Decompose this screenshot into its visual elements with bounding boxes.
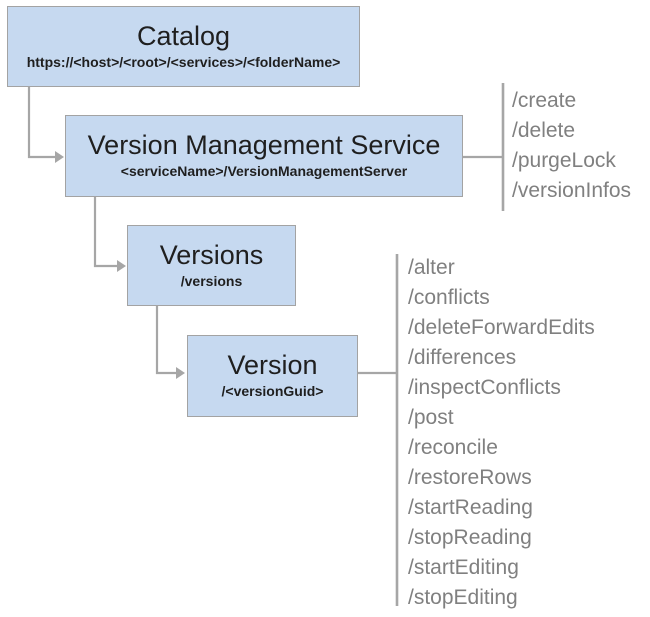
node-title: Version Management Service xyxy=(87,130,441,161)
operation-item: /stopReading xyxy=(408,526,532,549)
node-title: Catalog xyxy=(136,20,231,51)
service-operations-list: /create /delete /purgeLock /versionInfos xyxy=(512,86,631,206)
operation-item: /restoreRows xyxy=(408,466,532,489)
node-version: Version /<versionGuid> xyxy=(187,335,358,417)
connector-catalog-to-service xyxy=(27,87,56,159)
node-subtitle: /<versionGuid> xyxy=(221,383,324,400)
connector-service-to-versions xyxy=(93,197,118,268)
operation-item: /conflicts xyxy=(408,286,490,309)
node-subtitle: <serviceName>/VersionManagementServer xyxy=(120,163,408,180)
node-subtitle: https://<host>/<root>/<services>/<folder… xyxy=(26,53,341,70)
node-version-management-service: Version Management Service <serviceName>… xyxy=(65,115,463,197)
operation-item: /purgeLock xyxy=(512,149,616,172)
operation-item: /differences xyxy=(408,346,517,369)
arrowhead-service xyxy=(55,151,64,163)
node-title: Version xyxy=(227,350,318,381)
node-title: Versions xyxy=(159,239,264,270)
node-catalog: Catalog https://<host>/<root>/<services>… xyxy=(7,6,360,87)
operation-item: /delete xyxy=(512,119,576,142)
operation-item: /post xyxy=(408,406,454,429)
node-subtitle: /versions xyxy=(180,272,243,289)
operation-item: /versionInfos xyxy=(512,179,632,202)
operation-item: /create xyxy=(512,89,577,112)
operation-item: /stopEditing xyxy=(408,586,518,609)
connector-versions-to-version xyxy=(155,306,177,375)
node-versions: Versions /versions xyxy=(127,225,296,306)
operation-item: /alter xyxy=(408,256,455,279)
operation-item: /reconcile xyxy=(408,436,498,459)
operation-item: /startEditing xyxy=(408,556,519,579)
version-operations-list: /alter /conflicts /deleteForwardEdits /d… xyxy=(408,253,595,613)
operation-item: /deleteForwardEdits xyxy=(408,316,595,339)
arrowhead-versions xyxy=(117,260,126,272)
arrowhead-version xyxy=(176,367,185,379)
operation-item: /startReading xyxy=(408,496,533,519)
operation-item: /inspectConflicts xyxy=(408,376,561,399)
